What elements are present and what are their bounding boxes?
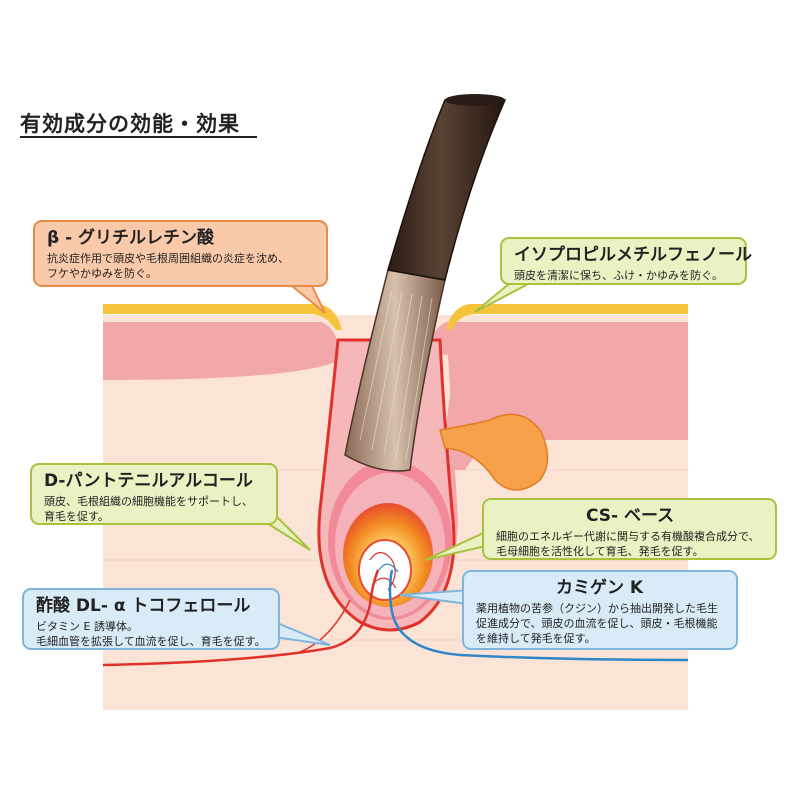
ingredient-name: CS- ベース bbox=[586, 506, 675, 526]
callout-tocopherol-acetate: 酢酸 DL- α トコフェロール ビタミン E 誘導体。 毛細血管を拡張して血流… bbox=[22, 588, 280, 650]
callout-panthenol: D-パントテニルアルコール 頭皮、毛根組織の細胞機能をサポートし、 育毛を促す。 bbox=[30, 463, 278, 525]
ingredient-name: D-パントテニルアルコール bbox=[44, 471, 253, 491]
callout-kamigen-k: カミゲン K 薬用植物の苦参（クジン）から抽出開発した毛生 促進成分で、頭皮の血… bbox=[462, 570, 738, 650]
ingredient-desc: 頭皮、毛根組織の細胞機能をサポートし、 育毛を促す。 bbox=[44, 495, 253, 523]
epidermis-right bbox=[420, 322, 688, 620]
callout-cs-base: CS- ベース 細胞のエネルギー代謝に関与する有機酸複合成分で、 毛母細胞を活性… bbox=[482, 498, 777, 560]
page-title: 有効成分の効能・効果 bbox=[20, 112, 240, 136]
hair-shaft bbox=[387, 99, 507, 281]
sebaceous-gland bbox=[439, 413, 549, 491]
ingredient-desc: 頭皮を清潔に保ち、ふけ・かゆみを防ぐ。 bbox=[514, 269, 723, 282]
skin-surface-left bbox=[103, 304, 342, 330]
vein bbox=[388, 569, 689, 662]
ingredient-desc: 薬用植物の苦参（クジン）から抽出開発した毛生 促進成分で、頭皮の血流を促し、頭皮… bbox=[476, 602, 718, 645]
skin-surface-right bbox=[446, 304, 688, 330]
hair-root bbox=[344, 269, 446, 472]
artery-branch bbox=[299, 599, 351, 653]
ingredient-name: イソプロピルメチルフェノール bbox=[514, 245, 752, 265]
artery bbox=[102, 569, 380, 667]
ingredient-name: カミゲン K bbox=[556, 578, 644, 598]
ingredient-name: β - グリチルレチン酸 bbox=[47, 228, 215, 248]
hair-root-strands bbox=[359, 289, 433, 461]
hair-cut-end bbox=[445, 94, 505, 106]
ingredient-desc: ビタミン E 誘導体。 毛細血管を拡張して血流を促し、育毛を促す。 bbox=[36, 620, 266, 648]
callout-isopropylmethylphenol: イソプロピルメチルフェノール 頭皮を清潔に保ち、ふけ・かゆみを防ぐ。 bbox=[500, 237, 752, 285]
ingredient-desc: 細胞のエネルギー代謝に関与する有機酸複合成分で、 毛母細胞を活性化して育毛、発毛… bbox=[496, 530, 760, 558]
title-underline bbox=[20, 136, 257, 138]
dermal-papilla bbox=[358, 539, 412, 601]
callout-glycyrrhetinic-acid: β - グリチルレチン酸 抗炎症作用で頭皮や毛根周囲組織の炎症を沈め、 フケやか… bbox=[33, 220, 328, 287]
ingredient-desc: 抗炎症作用で頭皮や毛根周囲組織の炎症を沈め、 フケやかゆみを防ぐ。 bbox=[47, 252, 289, 280]
ingredient-name: 酢酸 DL- α トコフェロール bbox=[36, 596, 251, 616]
